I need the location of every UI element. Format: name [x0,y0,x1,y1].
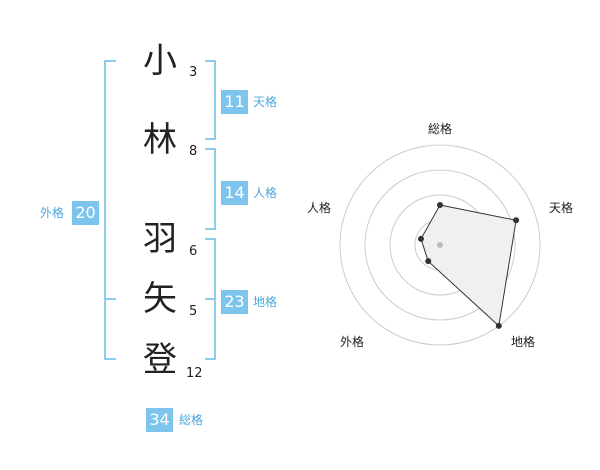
jin-kaku-label: 人格 [253,186,278,200]
chi-kaku-label: 地格 [253,295,278,309]
ten-kaku-value: 11 [221,90,248,114]
ten-kaku-label: 天格 [253,95,278,109]
name-char-1: 小 [143,41,177,81]
stroke-count-1: 3 [189,65,198,80]
radar-series-area [420,204,517,327]
name-char-5: 登 [143,340,177,380]
stroke-count-3: 6 [189,244,198,259]
jin-kaku-value: 14 [221,181,248,205]
gai-kaku-value: 20 [72,201,99,225]
radar-ring [364,169,516,321]
radar-axis-label-chi: 地格 [511,335,536,349]
jin-bracket [205,148,216,230]
so-kaku-value: 34 [146,408,173,432]
outer-bracket-divider [104,298,116,300]
radar-axis-label-so: 総格 [428,122,453,136]
chi-kaku-value: 23 [221,290,248,314]
ten-bracket [205,60,216,140]
radar-point-2 [495,322,502,329]
gai-kaku-label: 外格 [40,206,65,220]
radar-point-3 [425,258,432,265]
radar-point-0 [437,202,443,208]
radar-point-1 [513,217,520,224]
chi-bracket-divider [205,298,216,300]
radar-axis-label-jin: 人格 [307,201,332,215]
stroke-count-4: 5 [189,304,198,319]
radar-axis-label-ten: 天格 [549,201,574,215]
radar-center-dot [437,242,443,248]
stroke-count-5: 12 [186,366,203,381]
stroke-count-2: 8 [189,144,198,159]
radar-axis-label-gai: 外格 [340,335,365,349]
radar-point-4 [417,235,424,242]
radar-ring [339,144,541,346]
name-char-2: 林 [143,120,177,160]
so-kaku-label: 総格 [179,413,204,427]
outer-bracket [104,60,116,360]
name-char-3: 羽 [143,219,177,259]
name-char-4: 矢 [143,279,177,319]
